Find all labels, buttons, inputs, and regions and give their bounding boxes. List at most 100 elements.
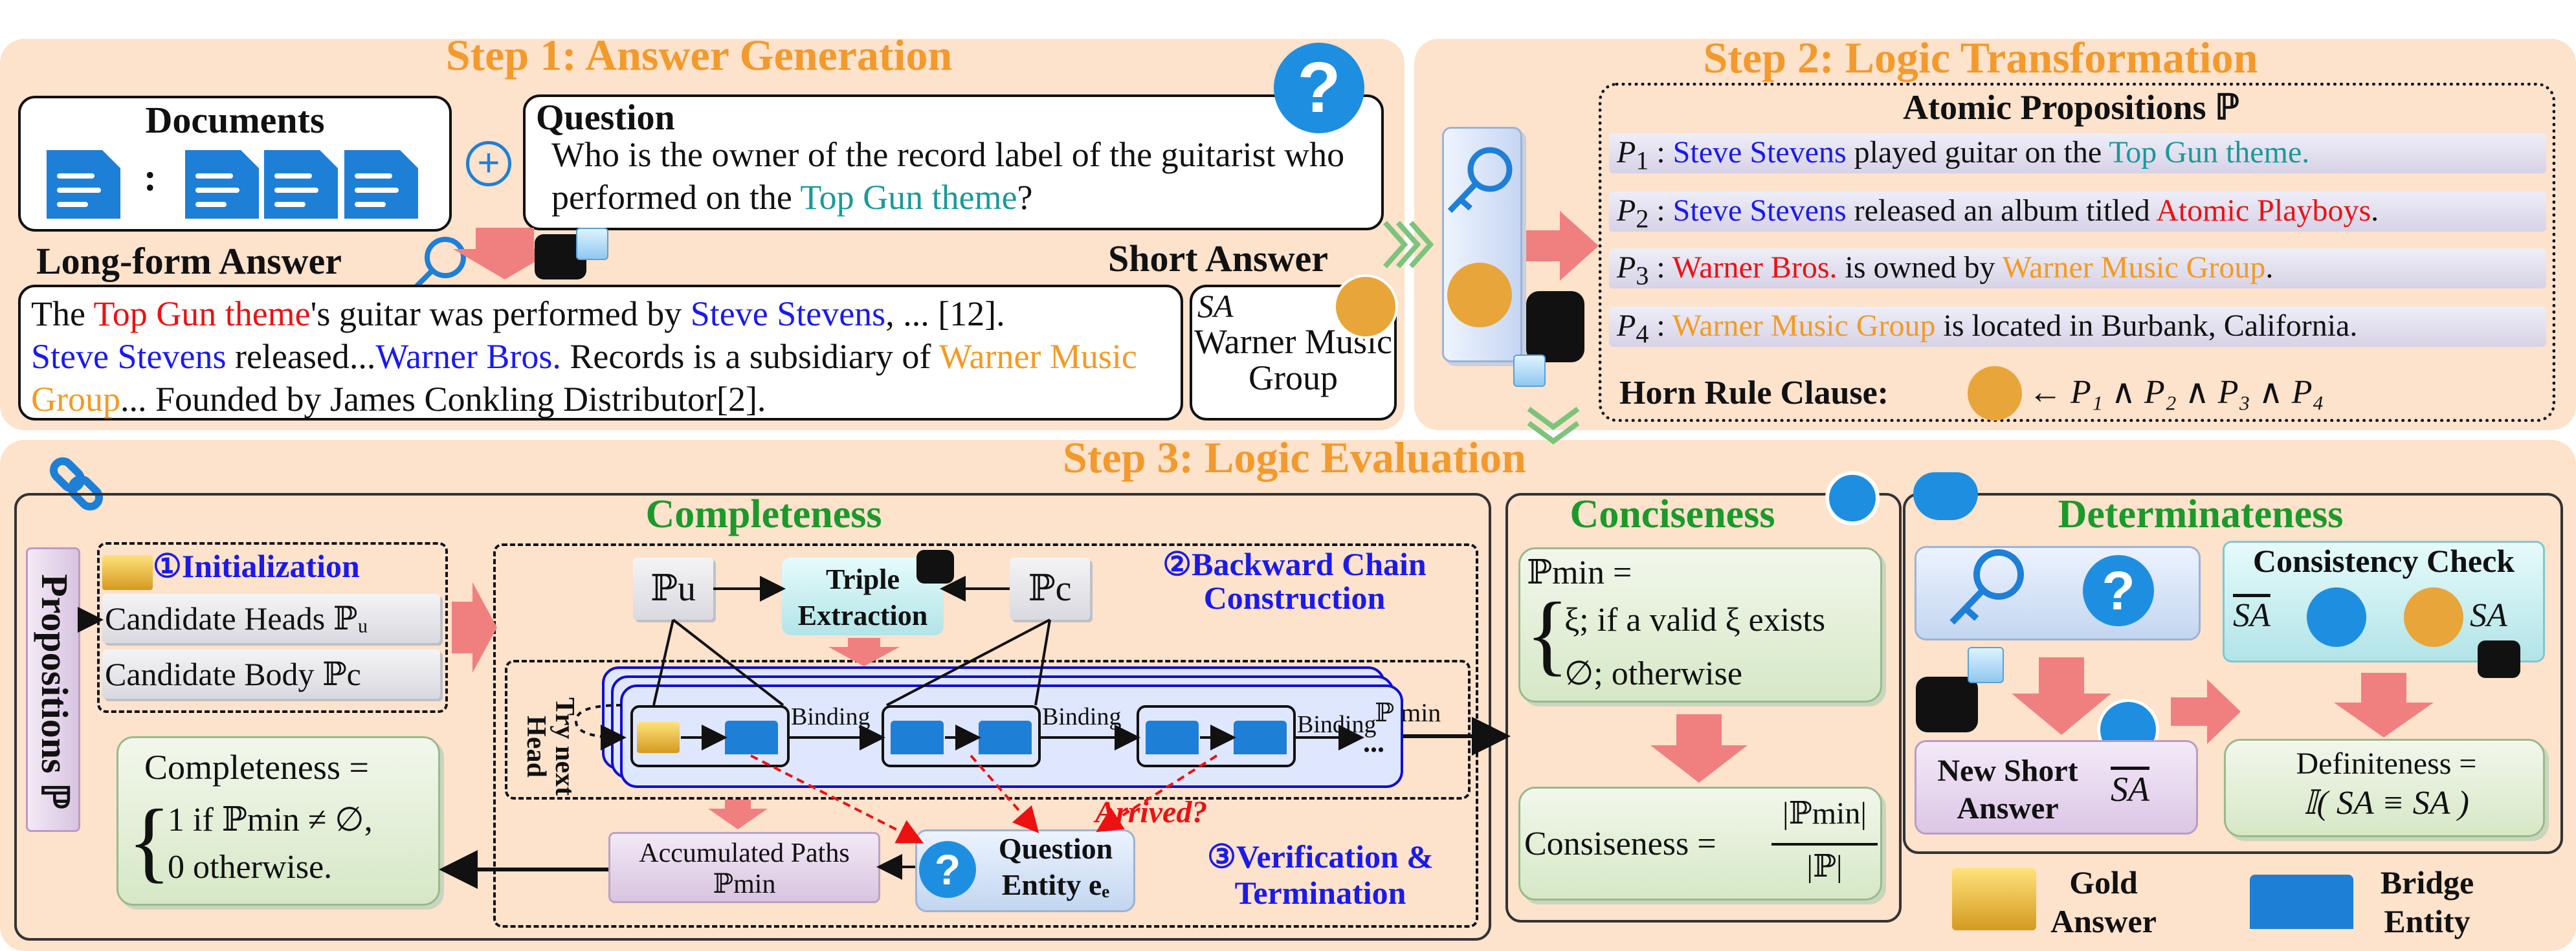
p2-e1: Steve Stevens: [1672, 193, 1847, 228]
document-icon: [47, 150, 418, 219]
proposition-p2: P2 : Steve Stevens released an album tit…: [1609, 191, 2546, 234]
bridge-icon-5: [1234, 721, 1287, 754]
longform-label: Long-form Answer: [36, 240, 342, 282]
completeness-case2: 0 otherwise.: [168, 849, 333, 886]
question-icon-2: ?: [919, 841, 976, 898]
p3-id: P: [1617, 250, 1636, 285]
pu-box: ℙu: [633, 558, 713, 620]
bridge-legend-icon: [2250, 875, 2353, 929]
lightbulb-icon: [1333, 274, 1398, 339]
step1-title: Step 1: Answer Generation: [445, 30, 953, 80]
question-icon: ?: [1274, 43, 1364, 133]
arrived-label: Arrived?: [1095, 795, 1208, 829]
question-text: Who is the owner of the record label of …: [551, 133, 1360, 219]
robot-icon-4: [2478, 640, 2520, 678]
propositions-vertical: Propositions ℙ: [26, 547, 80, 832]
conciseness-formula-box: Consiseness = |ℙmin| |ℙ|: [1518, 787, 1882, 901]
p2-e2: Atomic Playboys: [2156, 193, 2371, 228]
lf-warner-bros: Warner Bros.: [375, 337, 561, 376]
p1-id: P: [1617, 135, 1636, 169]
robot-icon-5: [1916, 677, 1978, 732]
backward-label: ②Backward Chain Construction: [1162, 546, 1427, 616]
pmin-label: ℙ min: [1375, 698, 1441, 727]
lf-p3: , ... [12].: [885, 294, 1005, 333]
lf-p4: released...: [226, 337, 376, 376]
doc-separator: :: [144, 156, 157, 199]
heart-icon: [1913, 472, 1978, 520]
plus-icon: +: [466, 141, 511, 186]
lf-steve2: Steve Stevens: [31, 337, 227, 376]
bridge-icon-3: [979, 721, 1032, 754]
init-label: ①Initialization: [153, 548, 360, 584]
lf-wmg: Warner Music Group: [31, 337, 1137, 419]
lf-p1: The: [31, 294, 94, 333]
p4-mid: is located in Burbank, California.: [1935, 309, 2358, 343]
proposition-p3: P3 : Warner Bros. is owned by Warner Mus…: [1609, 248, 2546, 290]
conciseness-case2: ∅; otherwise: [1564, 655, 1742, 692]
binding-label-2: Binding: [1042, 703, 1122, 730]
clock-icon: [1825, 471, 1880, 525]
lf-p5: Records is a subsidiary of: [561, 337, 939, 376]
chain-group-1: [630, 705, 790, 767]
question-label: Question: [536, 98, 675, 138]
gold-icon: [102, 555, 153, 590]
p3-sub: 3: [1636, 261, 1649, 290]
pmin-eq: ℙmin =: [1527, 554, 1632, 591]
lightbulb-icon-5: [2404, 587, 2463, 647]
horn-label: Horn Rule Clause:: [1619, 375, 1889, 411]
question-box: Question Who is the owner of the record …: [523, 94, 1384, 230]
p4-sub: 4: [1636, 319, 1649, 349]
conciseness-title: Conciseness: [1570, 492, 1775, 536]
p4-e1: Warner Music Group: [1672, 309, 1936, 343]
question-text-after: ?: [1017, 178, 1033, 217]
sa-label: SA: [2470, 597, 2507, 634]
question-icon-glyph: ?: [1297, 48, 1341, 127]
gold-legend-label: Gold Answer: [2050, 864, 2157, 939]
binding-label-1: Binding: [791, 703, 871, 730]
question-icon-3: ?: [2083, 555, 2154, 626]
p2-sub: 2: [1636, 204, 1649, 234]
p3-e1: Warner Bros.: [1672, 250, 1838, 285]
accumulated-label: Accumulated Paths: [639, 838, 850, 868]
new-short-answer-box: New Short Answer SA: [1915, 740, 2198, 835]
plus-glyph: +: [477, 141, 500, 184]
longform-text: The Top Gun theme's guitar was performed…: [31, 292, 1177, 421]
conciseness-brace: {: [1526, 584, 1570, 684]
lf-p2: 's guitar was performed by: [310, 294, 691, 333]
horn-rule: ← P₁ ∧ P₂ ∧ P₃ ∧ P₄: [2028, 374, 2324, 411]
proposition-p1: P1 : Steve Stevens played guitar on the …: [1609, 133, 2546, 175]
p2-id: P: [1617, 193, 1636, 228]
new-short-answer-label: New Short Answer: [1937, 754, 2078, 825]
pmin-definition-box: ℙmin = { ξ; if a valid ξ exists ∅; other…: [1518, 547, 1882, 703]
lightbulb-icon-3: [1968, 366, 2022, 421]
lf-top-gun: Top Gun theme: [93, 294, 311, 333]
pc-label: ℙc: [1028, 569, 1072, 609]
ice-cube-icon-2: [1513, 355, 1546, 387]
p1-sub: 1: [1636, 146, 1649, 175]
new-sa-hat: SA: [2111, 770, 2149, 809]
bridge-icon-1: [725, 721, 778, 754]
p2-mid: released an album titled: [1846, 193, 2157, 228]
completeness-formula-box: Completeness = { 1 if ℙmin ≠ ∅, 0 otherw…: [117, 736, 440, 906]
chain-ellipsis: ...: [1363, 727, 1384, 758]
ice-cube-icon: [576, 228, 608, 260]
definiteness-box: Definiteness = 𝕀( SA ≡ SA ): [2224, 739, 2545, 837]
lf-p6: ... Founded by James Conkling Distributo…: [120, 380, 766, 419]
p1-e1: Steve Stevens: [1672, 135, 1847, 169]
gold-legend-icon: [1952, 868, 2036, 930]
determinateness-title: Determinateness: [2058, 492, 2344, 536]
robot-icon-3: [916, 550, 954, 584]
p3-end: .: [2265, 250, 2274, 285]
proposition-p4: P4 : Warner Music Group is located in Bu…: [1609, 307, 2546, 349]
try-next-head: Try next Head: [521, 697, 579, 796]
atomic-label: Atomic Propositions ℙ: [1903, 88, 2239, 127]
p3-mid: is owned by: [1837, 250, 2003, 285]
fraction-bar: [1771, 843, 1878, 846]
p1-e2: Top Gun theme.: [2109, 135, 2310, 169]
completeness-case1: 1 if ℙmin ≠ ∅,: [168, 802, 373, 838]
p4-id: P: [1617, 309, 1636, 343]
accumulated-paths-box: Accumulated Paths ℙmin: [608, 832, 880, 903]
question-highlight: Top Gun theme: [800, 178, 1017, 217]
step2-title: Step 2: Logic Transformation: [1703, 33, 2258, 82]
robot-icon-2: [1526, 291, 1584, 362]
